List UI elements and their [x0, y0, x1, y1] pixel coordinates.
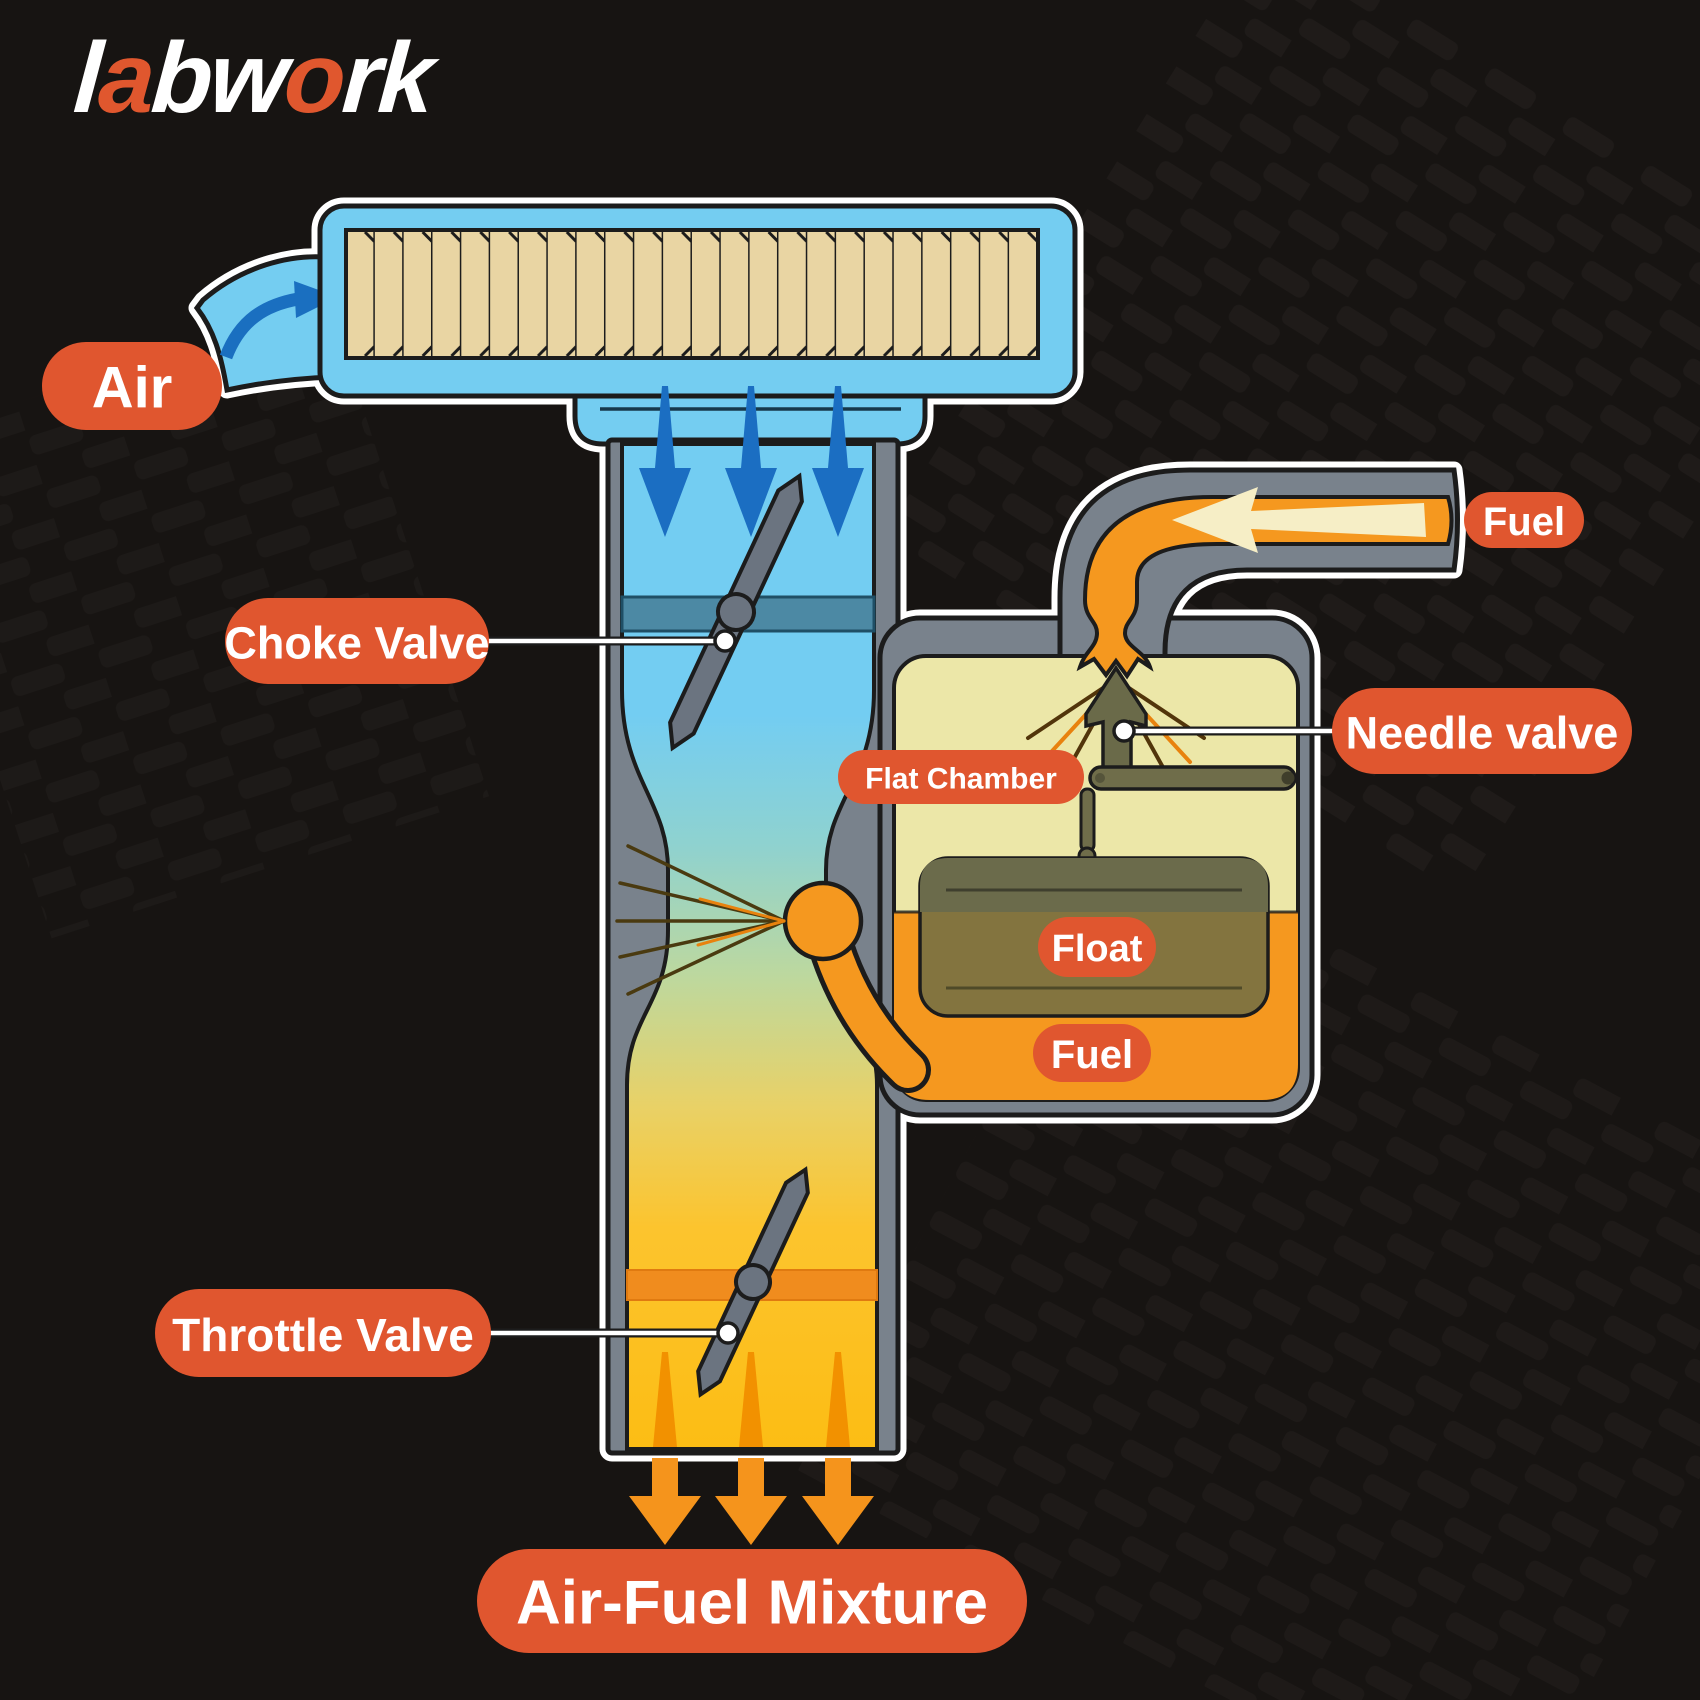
- logo-wordmark: labwork: [71, 22, 443, 134]
- nozzle-spray-icon: [615, 844, 786, 996]
- air-fuel-mixture-label: Air-Fuel Mixture: [516, 1569, 988, 1638]
- fuel-inlet-label: Fuel: [1483, 500, 1565, 544]
- fuel-chamber-label: Fuel: [1051, 1033, 1133, 1077]
- throttle-valve-label-pill: [155, 1289, 491, 1377]
- air-label: Air: [92, 356, 173, 421]
- fuel-chamber-label-pill: [1033, 1024, 1151, 1082]
- fuel-inlet-label-pill: [1464, 492, 1584, 548]
- fuel-flow-interior: [1076, 495, 1454, 680]
- throttle-anchor-dot: [716, 1321, 740, 1345]
- choke-valve-plate: [668, 472, 804, 752]
- leader-lines: [487, 629, 1337, 1345]
- needle-valve-label-pill: [1332, 688, 1632, 774]
- float-rod: [1079, 787, 1096, 853]
- float-label: Float: [1052, 928, 1143, 970]
- mixture-flow-spikes-icon: [653, 1352, 850, 1447]
- air-fuel-mixture-label-pill: [477, 1549, 1027, 1653]
- float-arm-pivot: [1281, 771, 1295, 785]
- flat-chamber-label-pill: [838, 750, 1084, 804]
- choke-valve-label: Choke Valve: [224, 618, 489, 669]
- needle-valve-label: Needle valve: [1346, 708, 1619, 759]
- labels-layer: Air Choke Valve Fuel Needle valve Flat C…: [42, 342, 1632, 1653]
- float-arm: [1088, 765, 1297, 791]
- flat-chamber-label: Flat Chamber: [865, 763, 1057, 796]
- brand-logo: labwork: [71, 22, 443, 134]
- fuel-flow-arrow-icon: [1172, 487, 1426, 553]
- air-filter-pleats: [346, 230, 1038, 358]
- fuel-nozzle: [782, 880, 864, 962]
- air-label-pill: [42, 342, 222, 430]
- float-label-pill: [1038, 917, 1156, 977]
- choke-valve-label-pill: [225, 598, 489, 684]
- choke-anchor-dot: [713, 629, 737, 653]
- air-flow-arrows-icon: [639, 386, 864, 537]
- float-top: [920, 858, 1268, 912]
- air-inlet-arrowhead-icon: [294, 281, 338, 318]
- mixture-outlet-arrows-icon: [629, 1458, 874, 1545]
- needle-anchor-dot: [1112, 719, 1136, 743]
- air-inlet-arrow-icon: [219, 292, 300, 360]
- throttle-valve-label: Throttle Valve: [172, 1309, 474, 1361]
- float-arm-bolt: [1095, 773, 1105, 783]
